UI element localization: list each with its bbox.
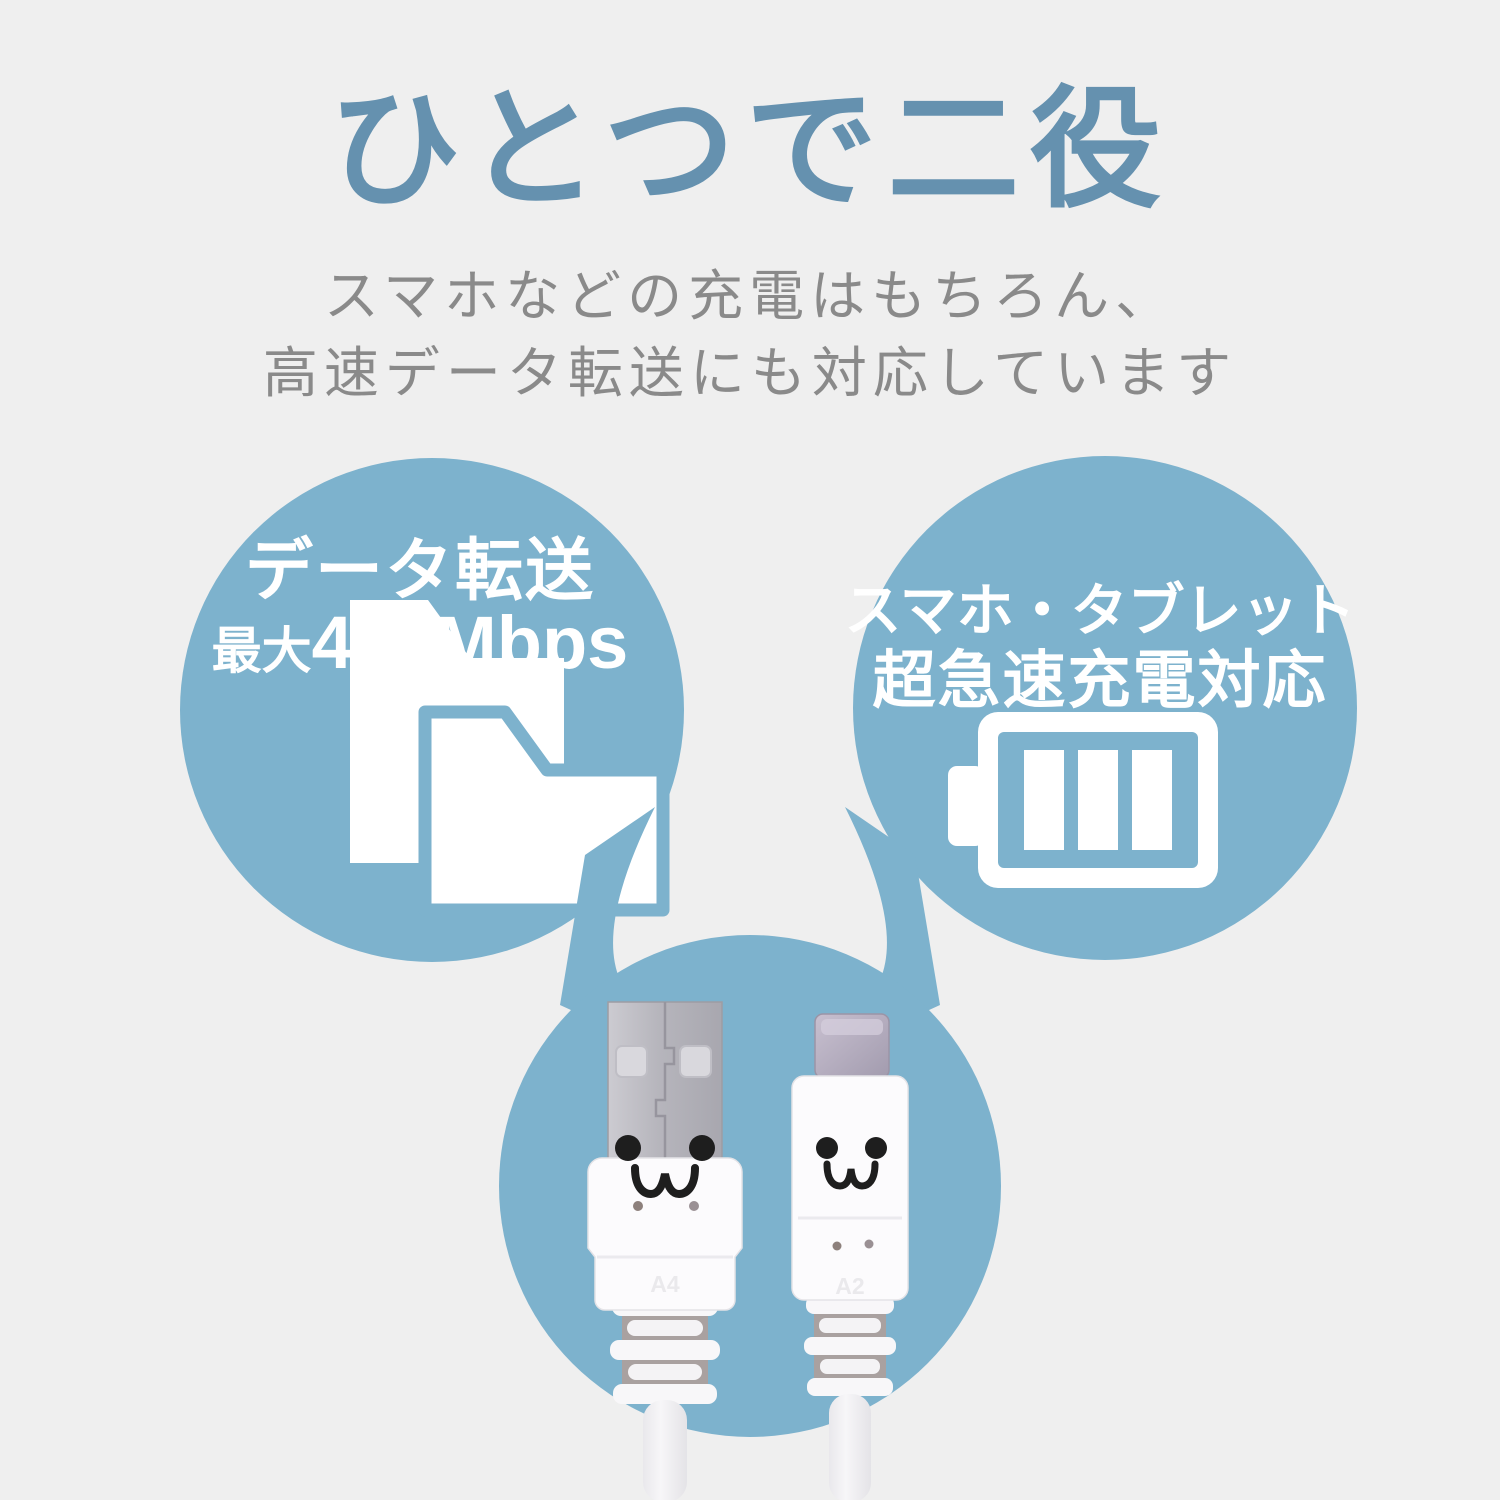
fast-charge-heading: スマホ・タブレット <box>844 579 1355 643</box>
usb-a-hole-left <box>615 1045 648 1078</box>
spec-prefix: 最大 <box>212 623 312 679</box>
subtitle-line-1: スマホなどの充電はもちろん、 <box>324 265 1176 327</box>
page-title: ひとつで二役 <box>329 76 1172 223</box>
data-transfer-heading: データ転送 <box>245 533 595 609</box>
usb-a-label: A4 <box>650 1271 680 1297</box>
usb-c-label: A2 <box>835 1273 864 1299</box>
usb-a-body <box>587 1157 743 1311</box>
usb-c-face-icon <box>816 1137 887 1251</box>
usb-a-connector: A4 <box>587 1001 743 1500</box>
fast-charge-subheading: 超急速充電対応 <box>873 646 1328 716</box>
usb-c-connector: A2 <box>791 1013 909 1500</box>
usb-a-face-icon <box>615 1135 715 1211</box>
usb-c-body <box>791 1075 909 1301</box>
battery-icon <box>948 712 1218 888</box>
feature-circle-fast-charge: スマホ・タブレット 超急速充電対応 <box>844 456 1357 960</box>
subtitle-line-2: 高速データ転送にも対応しています <box>263 342 1237 404</box>
usb-a-cable <box>643 1400 687 1500</box>
product-photo-circle: A4 A2 <box>499 807 1001 1500</box>
photo-circle-shape <box>499 935 1001 1437</box>
usb-a-hole-right <box>679 1045 712 1078</box>
usb-c-cable <box>829 1394 871 1500</box>
usb-a-seam <box>654 1002 676 1162</box>
